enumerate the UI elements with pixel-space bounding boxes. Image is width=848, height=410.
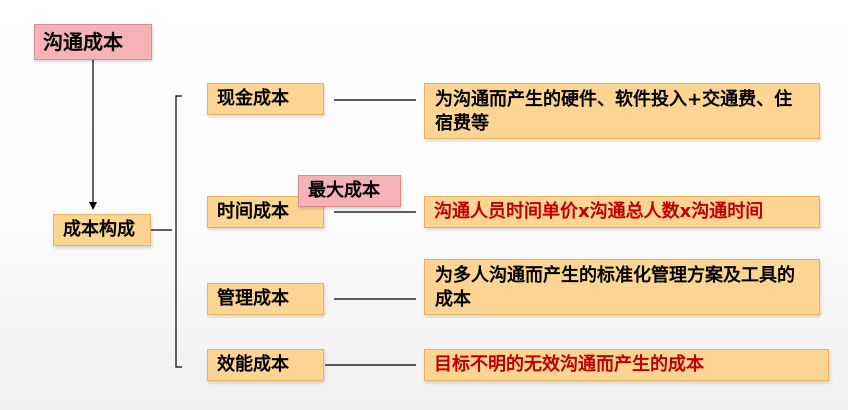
efficiency-cost-box: 效能成本 — [207, 349, 324, 381]
time-cost-description-box: 沟通人员时间单价x沟通总人数x沟通时间 — [424, 196, 820, 228]
efficiency-cost-description-box: 目标不明的无效沟通而产生的成本 — [424, 349, 829, 381]
max-cost-label: 最大成本 — [308, 180, 380, 201]
management-cost-box: 管理成本 — [207, 283, 324, 315]
management-cost-description: 为多人沟通而产生的标准化管理方案及工具的成本 — [435, 265, 795, 310]
title-box: 沟通成本 — [34, 24, 152, 60]
title-text: 沟通成本 — [43, 30, 123, 54]
max-cost-badge: 最大成本 — [298, 175, 401, 207]
management-cost-label: 管理成本 — [217, 288, 289, 309]
cash-cost-description: 为沟通而产生的硬件、软件投入+交通费、住宿费等 — [435, 89, 793, 134]
efficiency-cost-label: 效能成本 — [217, 354, 289, 375]
category-bracket — [175, 95, 182, 368]
composition-box: 成本构成 — [53, 214, 151, 246]
time-cost-description: 沟通人员时间单价x沟通总人数x沟通时间 — [434, 201, 764, 222]
cash-cost-label: 现金成本 — [217, 88, 289, 109]
time-cost-label: 时间成本 — [217, 201, 289, 222]
management-cost-description-box: 为多人沟通而产生的标准化管理方案及工具的成本 — [424, 259, 820, 315]
efficiency-cost-description: 目标不明的无效沟通而产生的成本 — [434, 354, 704, 375]
composition-label: 成本构成 — [63, 219, 135, 240]
cash-cost-box: 现金成本 — [207, 83, 324, 115]
cash-cost-description-box: 为沟通而产生的硬件、软件投入+交通费、住宿费等 — [424, 83, 820, 139]
